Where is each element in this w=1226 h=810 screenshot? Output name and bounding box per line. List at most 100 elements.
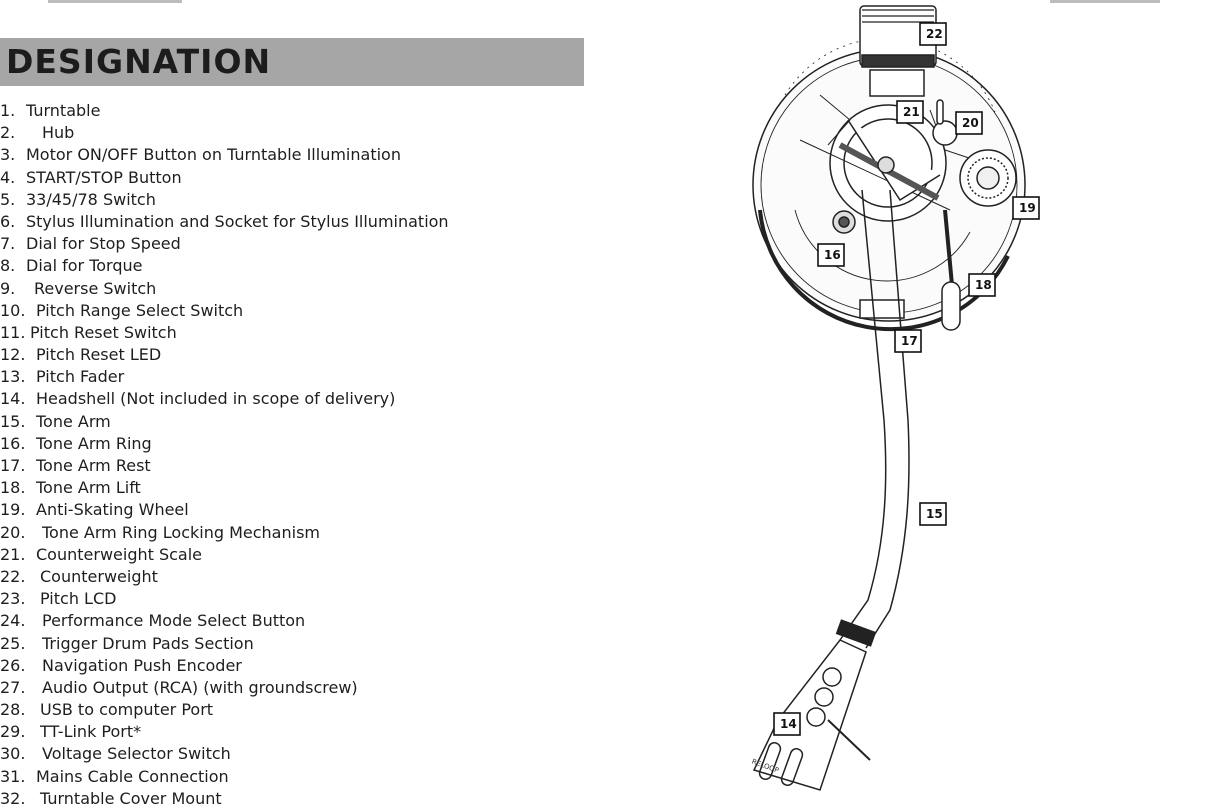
item-label: Turntable bbox=[26, 101, 101, 120]
list-item: 29.TT-Link Port* bbox=[0, 721, 449, 743]
list-item: 11.Pitch Reset Switch bbox=[0, 322, 449, 344]
item-number: 23. bbox=[0, 589, 26, 609]
item-label: TT-Link Port* bbox=[40, 722, 142, 742]
list-item: 15. Tone Arm bbox=[0, 411, 449, 433]
svg-text:19: 19 bbox=[1019, 201, 1036, 215]
list-item: 13. Pitch Fader bbox=[0, 366, 449, 388]
item-label: Hub bbox=[42, 123, 75, 143]
parts-list: 1.Turntable 2.Hub 3.Motor ON/OFF Button … bbox=[0, 100, 449, 810]
item-number: 9. bbox=[0, 278, 16, 298]
top-rule-left bbox=[48, 0, 182, 3]
item-label: Headshell (Not included in scope of deli… bbox=[36, 389, 396, 409]
item-number: 32. bbox=[0, 788, 26, 808]
item-label: Voltage Selector Switch bbox=[42, 744, 231, 764]
callout-22: 22 bbox=[919, 22, 947, 46]
item-number: 20. bbox=[0, 522, 26, 542]
item-label: Reverse Switch bbox=[34, 278, 157, 298]
svg-text:16: 16 bbox=[824, 248, 841, 262]
section-title: DESIGNATION bbox=[6, 42, 272, 81]
item-number: 24. bbox=[0, 611, 26, 631]
section-heading-bar: DESIGNATION bbox=[0, 38, 584, 86]
item-number: 13. bbox=[0, 367, 26, 387]
tone-arm-tube bbox=[839, 189, 887, 641]
item-number: 11. bbox=[0, 322, 26, 342]
svg-text:18: 18 bbox=[975, 278, 992, 292]
item-label: Mains Cable Connection bbox=[36, 766, 229, 786]
item-label: Stylus Illumination and Socket for Stylu… bbox=[26, 211, 449, 231]
list-item: 3.Motor ON/OFF Button on Turntable Illum… bbox=[0, 144, 449, 166]
item-label: Counterweight bbox=[40, 566, 158, 586]
svg-text:21: 21 bbox=[903, 105, 920, 119]
top-rule-right bbox=[1050, 0, 1160, 3]
item-number: 12. bbox=[0, 345, 26, 365]
item-label: Dial for Torque bbox=[26, 256, 143, 276]
item-label: Turntable Cover Mount bbox=[40, 788, 222, 808]
list-item: 12. Pitch Reset LED bbox=[0, 344, 449, 366]
item-number: 4. bbox=[0, 167, 16, 187]
callout-14: 14 bbox=[773, 712, 801, 736]
item-number: 15. bbox=[0, 411, 26, 431]
list-item: 17.Tone Arm Rest bbox=[0, 455, 449, 477]
item-label: Pitch Reset LED bbox=[36, 345, 162, 365]
item-label: Trigger Drum Pads Section bbox=[42, 633, 254, 653]
list-item: 27.Audio Output (RCA) (with groundscrew) bbox=[0, 677, 449, 699]
item-number: 22. bbox=[0, 566, 26, 586]
item-label: USB to computer Port bbox=[40, 700, 214, 720]
item-number: 5. bbox=[0, 189, 16, 209]
list-item: 25. Trigger Drum Pads Section bbox=[0, 633, 449, 655]
callout-18: 18 bbox=[968, 273, 996, 297]
item-number: 31. bbox=[0, 766, 26, 786]
list-item: 20. Tone Arm Ring Locking Mechanism bbox=[0, 522, 449, 544]
item-label: Pitch Range Select Switch bbox=[36, 300, 244, 320]
list-item: 19.Anti-Skating Wheel bbox=[0, 499, 449, 521]
item-number: 14. bbox=[0, 389, 26, 409]
item-number: 16. bbox=[0, 433, 26, 453]
item-label: Performance Mode Select Button bbox=[42, 611, 306, 631]
item-label: Tone Arm Ring bbox=[36, 433, 152, 453]
item-number: 28. bbox=[0, 700, 26, 720]
svg-text:15: 15 bbox=[926, 507, 943, 521]
item-label: Pitch Fader bbox=[36, 367, 125, 387]
list-item: 24. Performance Mode Select Button bbox=[0, 610, 449, 632]
item-label: Pitch LCD bbox=[40, 589, 117, 609]
list-item: 16. Tone Arm Ring bbox=[0, 433, 449, 455]
list-item: 8. Dial for Torque bbox=[0, 255, 449, 277]
svg-text:22: 22 bbox=[926, 27, 943, 41]
list-item: 6. Stylus Illumination and Socket for Sty… bbox=[0, 211, 449, 233]
list-item: 32. Turntable Cover Mount bbox=[0, 788, 449, 810]
list-item: 31. Mains Cable Connection bbox=[0, 766, 449, 788]
item-label: Navigation Push Encoder bbox=[42, 655, 242, 675]
item-number: 19. bbox=[0, 500, 26, 520]
tone-arm-lift bbox=[941, 281, 961, 331]
list-item: 9. Reverse Switch bbox=[0, 278, 449, 300]
callout-20: 20 bbox=[955, 111, 983, 135]
item-number: 3. bbox=[0, 145, 16, 165]
item-number: 26. bbox=[0, 655, 26, 675]
item-number: 7. bbox=[0, 234, 16, 254]
list-item: 28. USB to computer Port bbox=[0, 699, 449, 721]
list-item: 1. Turntable bbox=[0, 100, 449, 122]
item-label: START/STOP Button bbox=[26, 167, 182, 187]
item-number: 6. bbox=[0, 211, 16, 231]
list-item: 23. Pitch LCD bbox=[0, 588, 449, 610]
item-number: 8. bbox=[0, 256, 16, 276]
list-item: 26. Navigation Push Encoder bbox=[0, 655, 449, 677]
item-number: 10. bbox=[0, 300, 26, 320]
item-number: 25. bbox=[0, 633, 26, 653]
item-label: Pitch Reset Switch bbox=[30, 322, 177, 342]
callout-15: 15 bbox=[919, 502, 947, 526]
item-label: Audio Output (RCA) (with groundscrew) bbox=[42, 677, 358, 697]
item-label: Tone Arm Ring Locking Mechanism bbox=[42, 522, 320, 542]
list-item: 14. Headshell (Not included in scope of d… bbox=[0, 388, 449, 410]
item-label: Tone Arm bbox=[36, 411, 111, 431]
item-number: 30. bbox=[0, 744, 26, 764]
callout-19: 19 bbox=[1012, 196, 1040, 220]
callout-21: 21 bbox=[896, 100, 924, 124]
svg-text:20: 20 bbox=[962, 116, 979, 130]
tone-arm-rest bbox=[859, 299, 905, 319]
item-number: 18. bbox=[0, 478, 26, 498]
item-number: 1. bbox=[0, 101, 16, 120]
item-label: Dial for Stop Speed bbox=[26, 234, 181, 254]
headshell bbox=[752, 639, 867, 791]
list-item: 5.33/45/78 Switch bbox=[0, 189, 449, 211]
